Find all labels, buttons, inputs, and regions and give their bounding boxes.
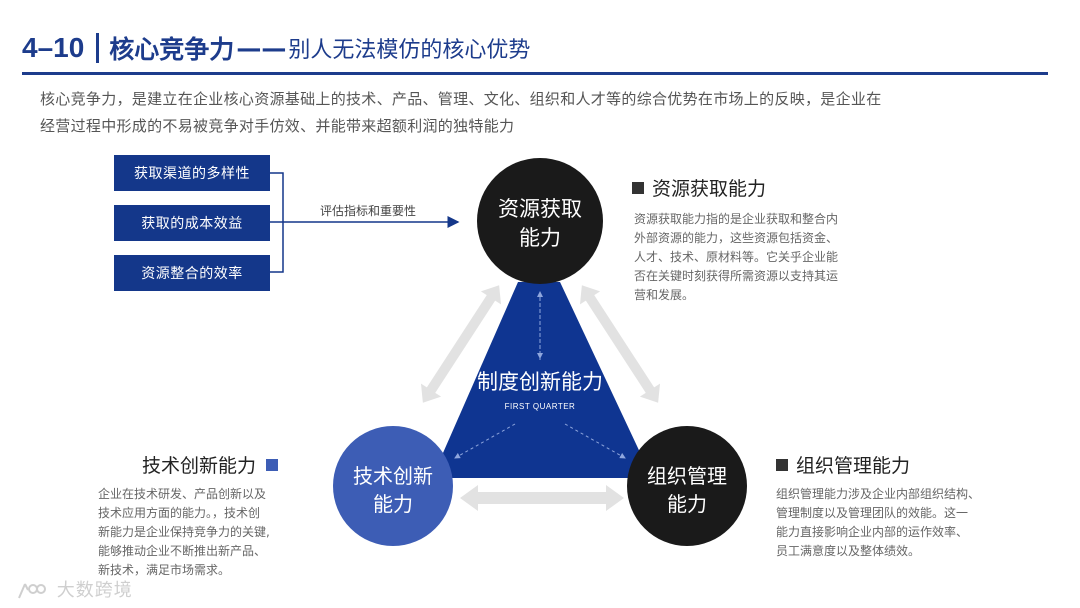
circle-tech-label: 技术创新 能力 [333, 462, 453, 518]
circle-org [627, 426, 747, 546]
tech-heading-text: 技术创新能力 [142, 455, 257, 477]
arrow-bottom [460, 485, 624, 511]
tech-desc-line: 新技术，满足市场需求。 [98, 563, 231, 577]
arrow-top-right [579, 285, 661, 403]
tech-desc-line: 技术应用方面的能力。，技术创 [98, 506, 261, 520]
tech-desc-line: 企业在技术研发、产品创新以及 [98, 487, 267, 501]
resource-heading: 资源获取能力 [632, 174, 766, 201]
resource-desc-line: 营和发展。 [634, 288, 695, 302]
title-subtitle: 别人无法模仿的核心优势 [288, 38, 531, 63]
square-bullet-icon [632, 181, 644, 194]
dashed-inner-arrows [454, 291, 626, 459]
org-desc-line: 员工满意度以及整体绩效。 [776, 544, 921, 558]
square-bullet-icon [266, 458, 279, 471]
center-triangle [432, 282, 652, 478]
circle-resource-line1: 资源获取 [498, 197, 582, 221]
watermark-logo-icon [18, 583, 46, 599]
title-main: 核心竞争力 [109, 35, 235, 64]
org-desc-line: 管理制度以及管理团队的效能。这一 [776, 506, 969, 520]
circle-org-label: 组织管理 能力 [627, 462, 747, 518]
tech-description: 企业在技术研发、产品创新以及 技术应用方面的能力。，技术创 新能力是企业保持竞争… [98, 485, 318, 580]
intro-line-1: 核心竞争力，是建立在企业核心资源基础上的技术、产品、管理、文化、组织和人才等的综… [40, 90, 882, 108]
title-divider [96, 33, 100, 63]
resource-desc-line: 外部资源的能力，这些资源包括资金、 [634, 231, 839, 245]
title-underline [22, 72, 1048, 75]
center-label: 制度创新能力 [477, 370, 603, 394]
section-number: 4–10 [22, 32, 85, 63]
arrow-top-left [420, 285, 502, 403]
circle-tech-line1: 技术创新 [353, 464, 433, 488]
circle-resource-label: 资源获取 能力 [480, 195, 600, 253]
circle-tech-line2: 能力 [373, 492, 413, 516]
intro-line-2: 经营过程中形成的不易被竞争对手仿效、并能带来超额利润的独特能力 [40, 117, 515, 135]
org-heading: 组织管理能力 [776, 451, 910, 478]
tech-desc-line: 新能力是企业保持竞争力的关键, [98, 525, 270, 539]
resource-desc-line: 人才、技术、原材料等。它关乎企业能 [634, 250, 839, 264]
eval-label: 评估指标和重要性 [320, 204, 417, 218]
org-desc-line: 组织管理能力涉及企业内部组织结构、 [776, 487, 981, 501]
org-desc-line: 能力直接影响企业内部的运作效率、 [776, 525, 969, 539]
circle-tech [333, 426, 453, 546]
org-description: 组织管理能力涉及企业内部组织结构、 管理制度以及管理团队的效能。这一 能力直接影… [776, 485, 1026, 561]
watermark: 大数跨境 [16, 576, 133, 602]
left-box-cost-benefit: 获取的成本效益 [114, 205, 270, 241]
tech-desc-line: 能够推动企业不断推出新产品、 [98, 544, 267, 558]
resource-desc-line: 资源获取能力指的是企业获取和整合内 [634, 212, 839, 226]
circle-resource [477, 158, 603, 284]
resource-description: 资源获取能力指的是企业获取和整合内 外部资源的能力，这些资源包括资金、 人才、技… [634, 210, 874, 305]
left-box-channel-diversity: 获取渠道的多样性 [114, 155, 270, 191]
resource-heading-text: 资源获取能力 [652, 178, 767, 200]
left-box-integration-efficiency: 资源整合的效率 [114, 255, 270, 291]
square-bullet-icon [776, 458, 788, 471]
circle-org-line2: 能力 [667, 492, 707, 516]
intro-paragraph: 核心竞争力，是建立在企业核心资源基础上的技术、产品、管理、文化、组织和人才等的综… [40, 86, 1050, 140]
center-sublabel: FIRST QUARTER [504, 402, 576, 411]
watermark-text: 大数跨境 [56, 580, 133, 601]
title-dash: —— [236, 33, 287, 63]
resource-desc-line: 否在关键时刻获得所需资源以支持其运 [634, 269, 839, 283]
bracket-connector [270, 172, 284, 273]
org-heading-text: 组织管理能力 [796, 455, 911, 477]
gray-double-arrows [420, 285, 661, 511]
page-title: 4–10 核心竞争力 —— 别人无法模仿的核心优势 [22, 28, 530, 68]
circle-org-line1: 组织管理 [647, 464, 727, 488]
tech-heading: 技术创新能力 [142, 451, 279, 478]
circle-resource-line2: 能力 [519, 226, 561, 250]
